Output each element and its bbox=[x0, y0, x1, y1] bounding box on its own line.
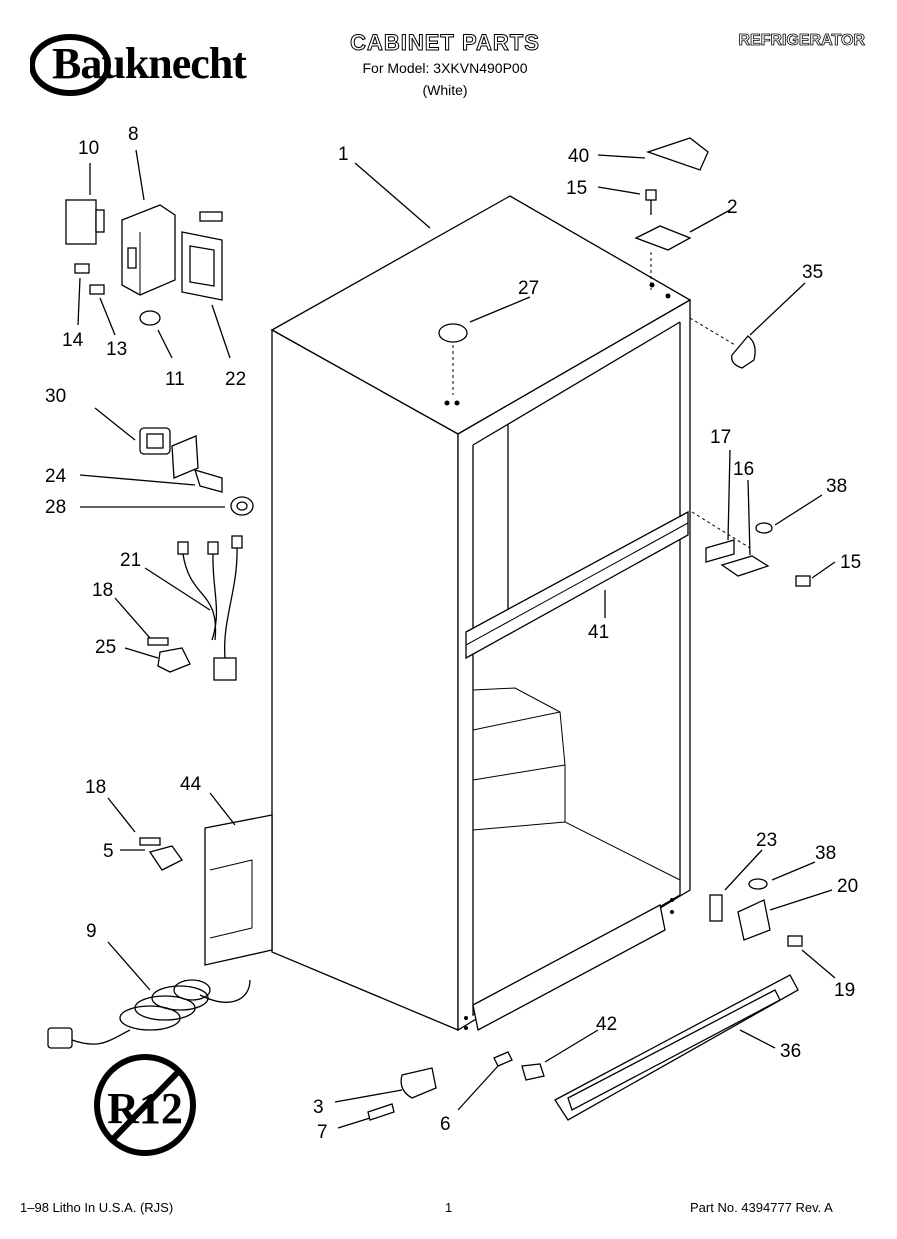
callout-35: 35 bbox=[802, 262, 823, 283]
top-plug-part bbox=[438, 323, 468, 395]
footer-litho: 1–98 Litho In U.S.A. (RJS) bbox=[20, 1200, 174, 1215]
callout-24: 24 bbox=[45, 466, 67, 487]
toe-grille-part bbox=[554, 974, 799, 1121]
r12-prohibition-badge: R12 bbox=[94, 1054, 196, 1156]
brand-oval-icon bbox=[29, 34, 111, 96]
footer-part-number: Part No. 4394777 Rev. A bbox=[690, 1200, 833, 1215]
relay-overload-part bbox=[65, 199, 105, 245]
callout-41: 41 bbox=[588, 622, 609, 643]
callout-10: 10 bbox=[78, 138, 99, 159]
callout-36: 36 bbox=[780, 1041, 801, 1062]
callout-2: 2 bbox=[727, 197, 738, 218]
callout-18-upper: 18 bbox=[92, 580, 113, 601]
callout-30: 30 bbox=[45, 386, 66, 407]
footer-page-number: 1 bbox=[445, 1200, 453, 1215]
callout-14: 14 bbox=[62, 330, 84, 351]
callout-40: 40 bbox=[568, 146, 589, 167]
callout-20: 20 bbox=[837, 876, 858, 897]
callout-8: 8 bbox=[128, 124, 139, 145]
wire-harness-part bbox=[177, 535, 243, 681]
callout-6: 6 bbox=[440, 1114, 451, 1135]
callout-1: 1 bbox=[338, 144, 349, 165]
cabinet-body bbox=[270, 195, 692, 1032]
callout-labels: 1 2 3 5 6 7 8 9 10 11 13 14 15 15 16 17 … bbox=[45, 124, 861, 1143]
callout-9: 9 bbox=[86, 921, 97, 942]
brand-name: Bauknecht bbox=[52, 39, 247, 88]
callout-15-mid: 15 bbox=[840, 552, 861, 573]
compressor-mount-part bbox=[74, 204, 223, 326]
side-bracket-part bbox=[139, 814, 273, 966]
appliance-category: REFRIGERATOR bbox=[738, 32, 865, 50]
callout-16: 16 bbox=[733, 459, 754, 480]
hinge-cap-part bbox=[645, 137, 709, 171]
callout-27: 27 bbox=[518, 278, 539, 299]
callout-38-lower: 38 bbox=[815, 843, 836, 864]
callout-44: 44 bbox=[180, 774, 202, 795]
color-line: (White) bbox=[422, 82, 468, 98]
callout-42: 42 bbox=[596, 1014, 617, 1035]
callout-22: 22 bbox=[225, 369, 246, 390]
model-line: For Model: 3XKVN490P00 bbox=[362, 60, 528, 76]
brand-logo: Bauknecht bbox=[29, 34, 292, 96]
callout-23: 23 bbox=[756, 830, 777, 851]
clip-and-screw-part bbox=[147, 637, 191, 673]
callout-28: 28 bbox=[45, 497, 66, 518]
hinge-pin-cover-part bbox=[689, 317, 756, 369]
callout-17: 17 bbox=[710, 427, 731, 448]
bottom-small-parts bbox=[367, 1051, 545, 1121]
power-cord-part bbox=[47, 979, 251, 1049]
leader-lines bbox=[77, 149, 836, 1129]
top-hinge-part bbox=[634, 189, 692, 290]
callout-38-mid: 38 bbox=[826, 476, 847, 497]
middle-hinge-parts bbox=[691, 511, 811, 587]
callout-11: 11 bbox=[165, 369, 185, 390]
callout-18-lower: 18 bbox=[85, 777, 106, 798]
callout-15-top: 15 bbox=[566, 178, 587, 199]
callout-19: 19 bbox=[834, 980, 855, 1001]
bottom-hinge-parts bbox=[709, 878, 803, 947]
callout-21: 21 bbox=[120, 550, 141, 571]
callout-3: 3 bbox=[313, 1097, 324, 1118]
callout-13: 13 bbox=[106, 339, 127, 360]
callout-5: 5 bbox=[103, 841, 114, 862]
drain-parts bbox=[139, 427, 254, 516]
page-title: CABINET PARTS bbox=[350, 30, 540, 56]
callout-25: 25 bbox=[95, 637, 116, 658]
callout-7: 7 bbox=[317, 1122, 328, 1143]
